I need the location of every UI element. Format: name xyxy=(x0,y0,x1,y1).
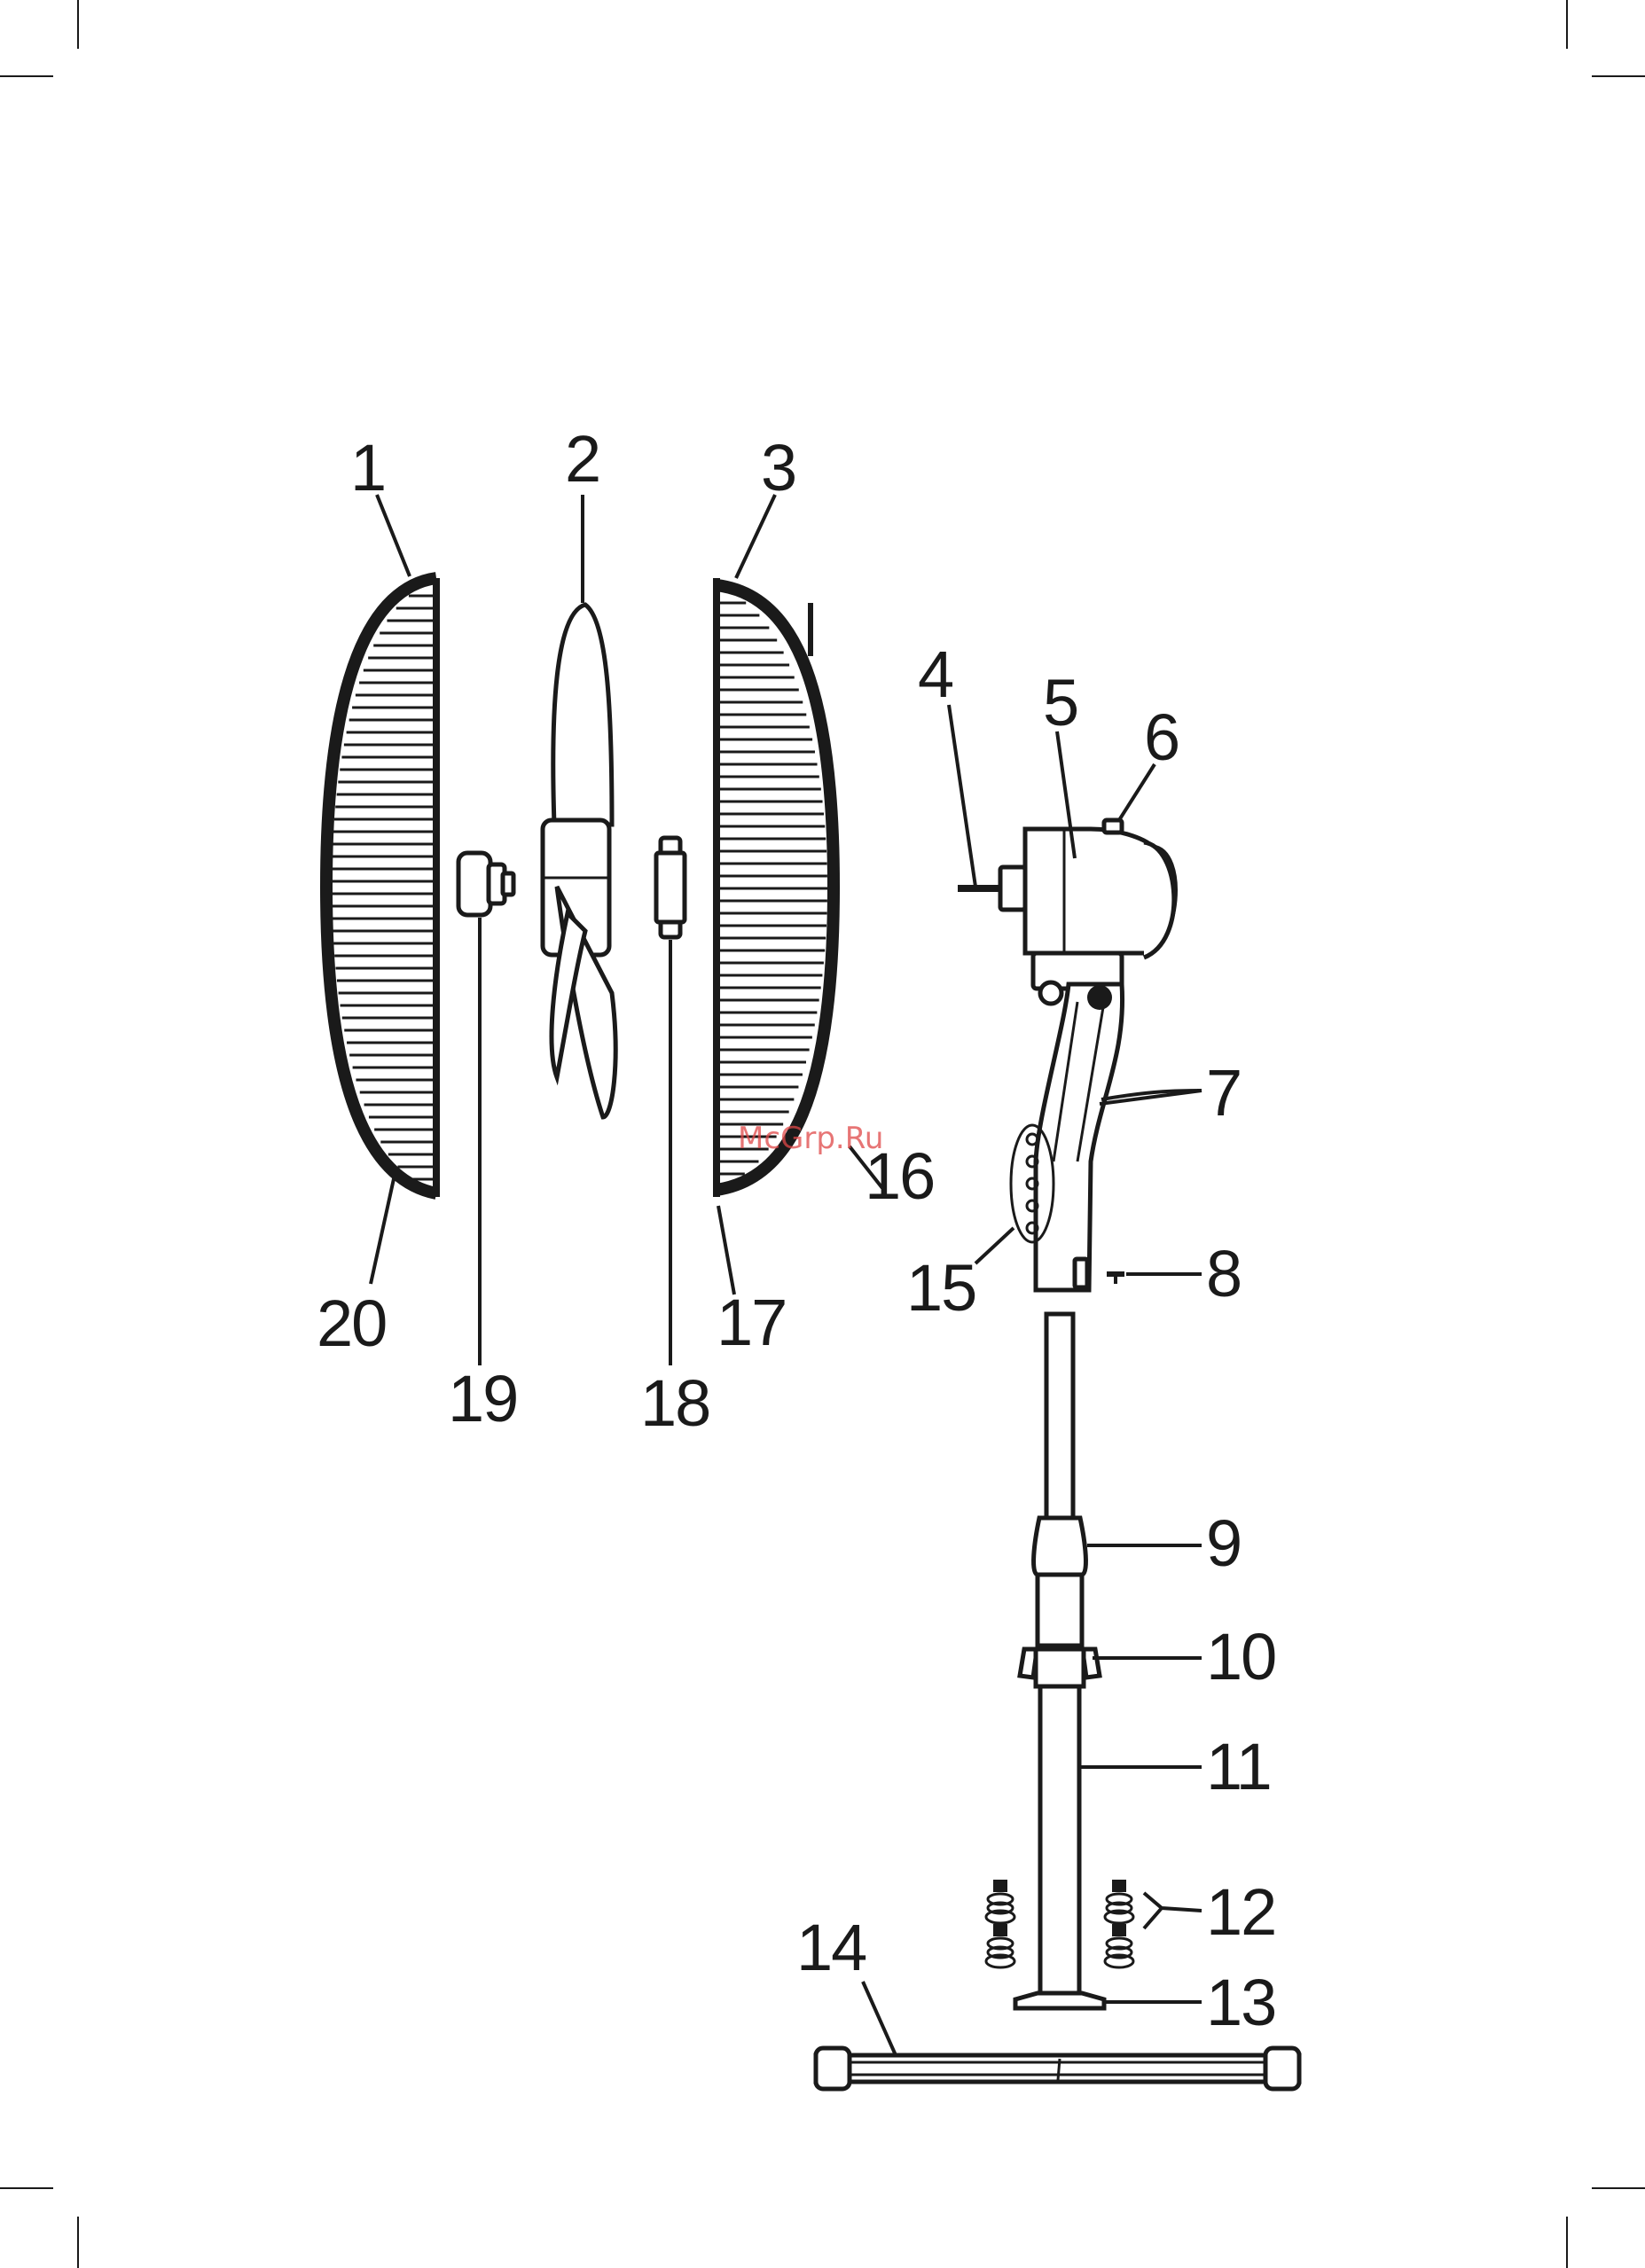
watermark-text: McGrp.Ru xyxy=(738,1121,883,1156)
part-label-18: 18 xyxy=(640,1366,709,1440)
part-label-20: 20 xyxy=(317,1287,386,1360)
front-grille xyxy=(326,578,436,1197)
part-label-15: 15 xyxy=(906,1251,975,1325)
part-label-2: 2 xyxy=(565,422,599,496)
cross-base xyxy=(816,2048,1299,2089)
part-label-16: 16 xyxy=(865,1139,934,1213)
spinner-cap xyxy=(458,853,513,915)
part-label-19: 19 xyxy=(448,1362,517,1435)
lock-nut xyxy=(656,838,685,937)
part-label-4: 4 xyxy=(918,637,952,711)
motor-housing xyxy=(958,820,1175,1004)
part-label-8: 8 xyxy=(1206,1237,1241,1310)
part-label-9: 9 xyxy=(1206,1506,1241,1580)
part-label-12: 12 xyxy=(1206,1875,1275,1949)
telescopic-pole xyxy=(1015,1314,1104,2008)
fan-blade xyxy=(543,605,615,1117)
part-label-17: 17 xyxy=(717,1286,786,1359)
part-label-10: 10 xyxy=(1206,1620,1275,1693)
part-label-1: 1 xyxy=(350,431,385,504)
part-label-14: 14 xyxy=(796,1911,866,1984)
fan-column xyxy=(1011,984,1124,1290)
part-labels: 1 2 3 4 5 6 7 8 9 10 11 12 13 14 15 16 1… xyxy=(317,422,1275,2039)
part-label-3: 3 xyxy=(761,431,795,504)
part-label-11: 11 xyxy=(1206,1730,1271,1803)
rear-grille xyxy=(717,578,834,1197)
part-label-5: 5 xyxy=(1043,666,1077,739)
part-label-13: 13 xyxy=(1206,1966,1275,2039)
part-label-7: 7 xyxy=(1206,1056,1241,1130)
part-label-6: 6 xyxy=(1144,700,1179,774)
